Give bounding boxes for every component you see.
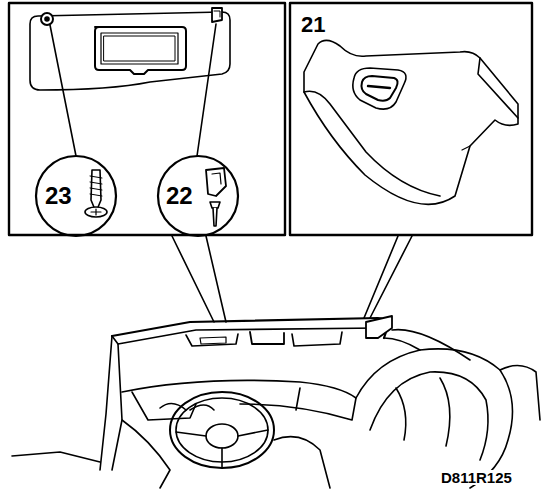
clip-mount	[212, 8, 222, 22]
rear-view-mirror	[250, 332, 284, 344]
figure-code: D811R125	[440, 470, 513, 485]
seat	[356, 349, 513, 488]
callout-circle	[36, 156, 116, 236]
screw-symbol	[85, 170, 107, 217]
car-interior	[12, 316, 540, 488]
callout-circle	[158, 156, 238, 236]
callout-number: 23	[44, 184, 73, 208]
screw-mount	[41, 13, 53, 25]
callout-number: 21	[300, 14, 326, 36]
steering-wheel	[170, 392, 274, 468]
vanity-mirror	[95, 27, 186, 74]
detail-panel	[9, 3, 285, 235]
detail-panel	[290, 3, 532, 235]
clip-symbol	[206, 168, 226, 226]
cover-panel	[304, 40, 518, 204]
sun-visor	[186, 334, 238, 346]
callout-number: 22	[165, 184, 194, 208]
